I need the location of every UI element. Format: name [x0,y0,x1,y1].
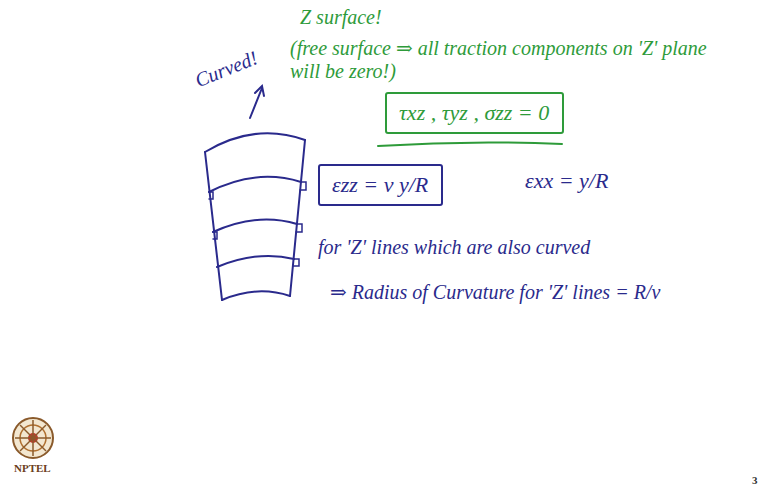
page-number: 3 [752,474,758,486]
equation-text: εzz = ν y/R [332,172,429,198]
equation-text: τxz , τyz , σzz = 0 [399,100,550,126]
note-text: for 'Z' lines which are also curved [318,236,590,259]
curved-block-sketch [205,86,306,300]
logo-text: NPTEL [14,462,51,474]
nptel-logo [13,418,53,458]
note-text: ⇒ Radius of Curvature for 'Z' lines = R/… [330,280,660,304]
equation: εxx = y/R [525,168,608,194]
heading-note: Z surface! [300,6,382,29]
boxed-equation: τxz , τyz , σzz = 0 [385,92,564,134]
boxed-equation: εzz = ν y/R [318,164,443,206]
sketch-label: Curved! [192,46,261,92]
underline-stroke [378,142,562,146]
note-text: (free surface ⇒ all traction components … [290,36,730,83]
